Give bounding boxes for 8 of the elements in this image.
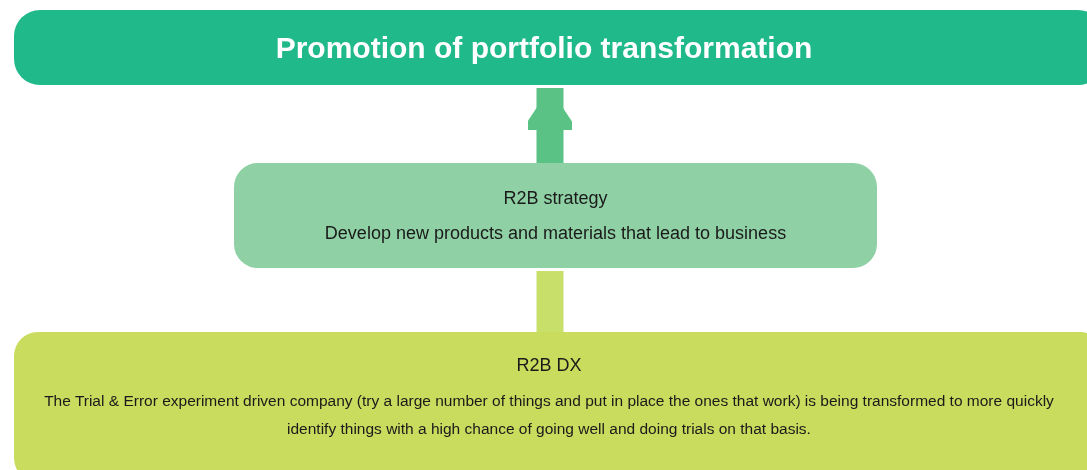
heading-text: Promotion of portfolio transformation [275,30,813,66]
body-text: The Trial & Error experiment driven company (try a large number of things and put in place the ones that work) is being transformed to more quickly identify things with a high chance of going well and doing trials on that basis. [43,391,1055,439]
heading-text: R2B DX [516,354,582,377]
goal-banner [14,10,1087,85]
body-text: Develop new products and materials that lead to business [324,221,787,245]
heading-text: R2B strategy [503,186,608,210]
strategy-box [234,163,877,268]
foundation-box [14,332,1087,470]
